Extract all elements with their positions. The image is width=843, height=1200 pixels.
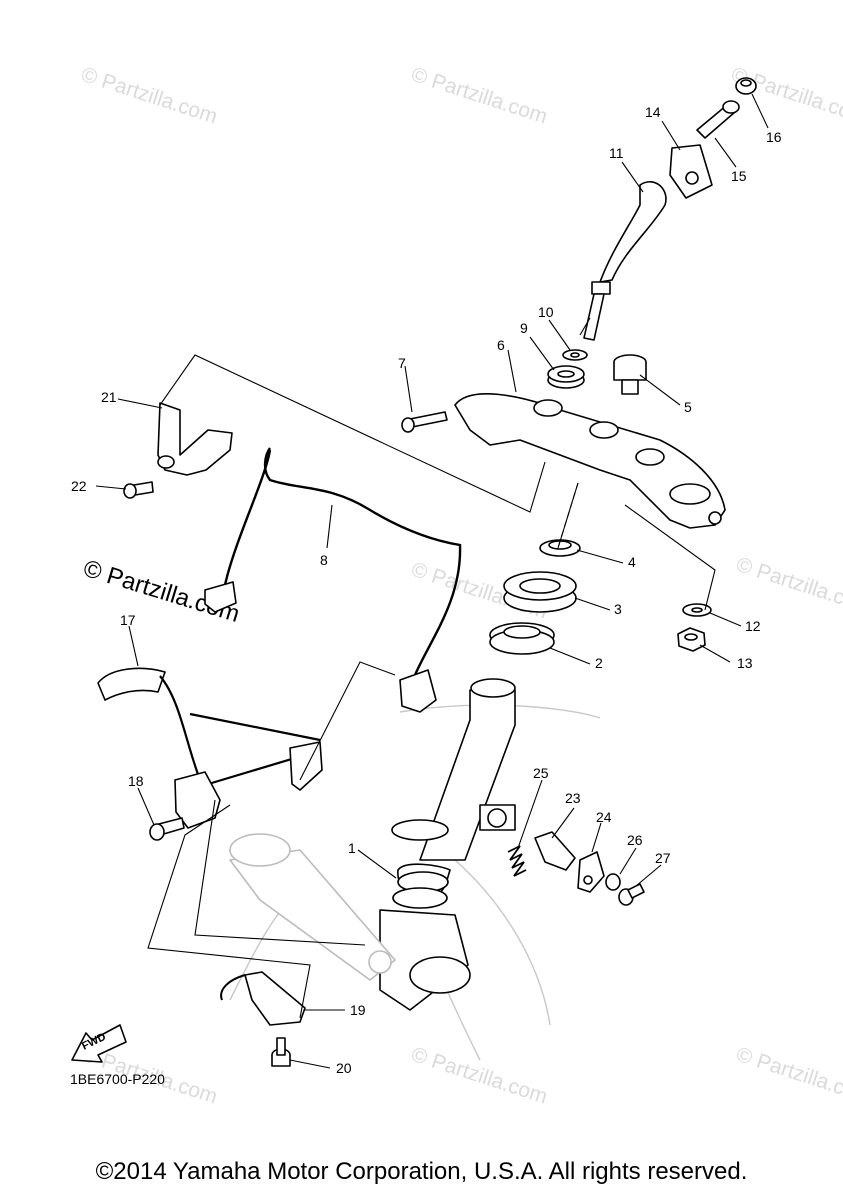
callout-16: 16 — [766, 129, 782, 145]
callout-19: 19 — [350, 1002, 366, 1018]
watermark: © Partzilla.com — [78, 63, 220, 129]
ring-nut — [539, 539, 581, 557]
lower-bracket — [220, 971, 306, 1026]
watermark: © Partzilla.com — [728, 63, 843, 129]
lower-bolt — [271, 1037, 291, 1067]
callout-labels: 1 2 3 4 5 6 7 8 9 10 11 12 13 14 15 16 1… — [71, 104, 782, 1076]
assembly-guides — [147, 317, 716, 1019]
guide-bracket — [97, 667, 323, 829]
clamp-bolt — [696, 100, 740, 139]
callout-7: 7 — [398, 355, 406, 371]
callout-21: 21 — [101, 389, 117, 405]
damper-rubber — [547, 365, 585, 389]
pin — [618, 883, 645, 906]
callout-24: 24 — [596, 809, 612, 825]
guide-bolt — [149, 817, 185, 841]
bracket-bolt — [613, 354, 647, 395]
diagram-code: 1BE6700-P220 — [70, 1071, 165, 1087]
callout-14: 14 — [645, 104, 661, 120]
cable-lead — [204, 447, 462, 713]
bearing-race-upper — [503, 571, 577, 613]
lock-pin — [534, 831, 576, 871]
callout-15: 15 — [731, 168, 747, 184]
spring — [507, 845, 527, 877]
callout-20: 20 — [336, 1060, 352, 1076]
callout-9: 9 — [520, 320, 528, 336]
collar-washer — [562, 349, 588, 361]
bracket-screw — [123, 481, 154, 499]
callout-23: 23 — [565, 790, 581, 806]
callout-25: 25 — [533, 765, 549, 781]
fwd-arrow-icon: FWD — [71, 1024, 127, 1063]
clamp-nut — [735, 77, 757, 95]
callout-26: 26 — [627, 832, 643, 848]
callout-5: 5 — [684, 399, 692, 415]
watermark: © Partzilla.com — [408, 63, 550, 129]
callout-17: 17 — [120, 612, 136, 628]
hex-nut — [677, 627, 706, 652]
upper-clamp — [669, 144, 713, 199]
callout-6: 6 — [497, 337, 505, 353]
callout-2: 2 — [595, 655, 603, 671]
callout-10: 10 — [538, 304, 554, 320]
lock-plate — [577, 851, 605, 893]
callout-8: 8 — [320, 552, 328, 568]
callout-18: 18 — [128, 773, 144, 789]
upper-bracket — [454, 393, 726, 529]
callout-12: 12 — [745, 618, 761, 634]
steering-stem — [229, 678, 516, 1011]
handlebar-stay — [583, 181, 667, 341]
pin-washer — [605, 873, 621, 891]
callout-11: 11 — [609, 145, 624, 161]
watermark: © Partzilla.com — [733, 553, 843, 619]
callout-13: 13 — [737, 655, 753, 671]
watermark: © Partzilla.com — [408, 1043, 550, 1109]
callout-3: 3 — [614, 601, 622, 617]
callout-22: 22 — [71, 478, 87, 494]
cable-bracket — [157, 402, 233, 476]
callout-4: 4 — [628, 554, 636, 570]
bearing-lower — [489, 622, 555, 655]
bolt-side — [401, 411, 448, 433]
plain-washer — [682, 603, 712, 617]
watermark: © Partzilla.com — [733, 1043, 843, 1109]
callout-1: 1 — [348, 840, 356, 856]
copyright-notice: ©2014 Yamaha Motor Corporation, U.S.A. A… — [95, 1158, 748, 1185]
callout-27: 27 — [655, 850, 671, 866]
leader-lines — [95, 93, 769, 1069]
